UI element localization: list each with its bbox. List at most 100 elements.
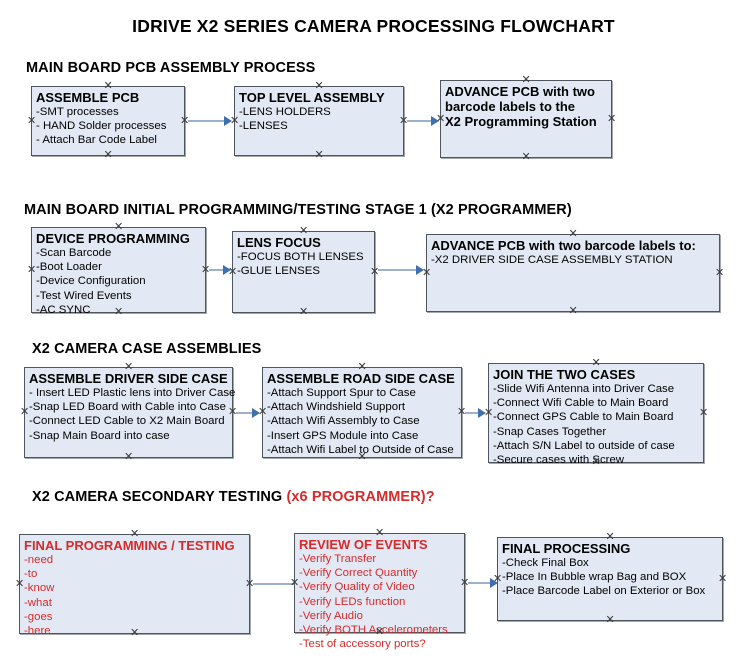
section-heading-main-board-pcb-assembly: MAIN BOARD PCB ASSEMBLY PROCESS — [26, 60, 315, 76]
connector-review-of-events-to-final-processing — [468, 578, 498, 588]
connector-line — [468, 582, 491, 584]
connector-arrowhead — [490, 578, 498, 588]
section-heading-text: X2 CAMERA SECONDARY TESTING — [32, 489, 287, 505]
connection-handle-left[interactable]: ✕ — [15, 577, 25, 590]
connector-line — [188, 120, 225, 122]
connector-final-programming-to-review-of-events — [253, 579, 296, 589]
node-line: -Connect LED Cable to X2 Main Board — [29, 415, 225, 428]
connection-handle-bottom[interactable]: ✕ — [103, 149, 113, 161]
node-line: - Insert LED Plastic lens into Driver Ca… — [29, 387, 236, 399]
connector-line — [465, 412, 479, 414]
connection-handle-bottom[interactable]: ✕ — [568, 305, 578, 317]
node-line: -Connect Wifi Cable to Main Board — [493, 397, 669, 410]
connector-arrowhead — [224, 116, 232, 126]
node-advance-pcb-driver-side-case[interactable]: ADVANCE PCB with two barcode labels to: … — [422, 229, 724, 317]
node-line: -Insert GPS Module into Case — [267, 429, 419, 442]
connection-handle-left[interactable]: ✕ — [27, 114, 37, 127]
page-title: IDRIVE X2 SERIES CAMERA PROCESSING FLOWC… — [132, 16, 615, 36]
connection-handle-left[interactable]: ✕ — [20, 406, 30, 418]
connection-handle-bottom[interactable]: ✕ — [314, 149, 324, 161]
node-title: FINAL PROGRAMMING / TESTING — [24, 538, 235, 553]
connection-handle-bottom[interactable]: ✕ — [521, 151, 531, 163]
connector-line — [378, 269, 417, 271]
connector-device-programming-to-lens-focus — [209, 265, 231, 275]
connector-arrowhead — [478, 408, 486, 418]
connector-lens-focus-to-advance-pcb-driver-side — [378, 265, 424, 275]
node-line: -Attach Support Spur to Case — [267, 387, 416, 399]
node-title-line-3: X2 Programming Station — [445, 114, 597, 129]
node-line: -here — [24, 625, 51, 638]
connection-handle-right[interactable]: ✕ — [699, 406, 709, 419]
connection-handle-bottom[interactable]: ✕ — [605, 614, 615, 626]
connector-arrowhead — [416, 265, 424, 275]
node-assemble-driver-side-case[interactable]: ASSEMBLE DRIVER SIDE CASE - Insert LED P… — [20, 362, 237, 463]
node-line: -Connect GPS Cable to Main Board — [493, 411, 674, 424]
node-line: -Scan Barcode — [36, 247, 112, 259]
connector-line — [407, 120, 432, 122]
node-line: -to — [24, 568, 38, 581]
node-title: ADVANCE PCB with two barcode labels to: — [431, 238, 696, 253]
node-join-the-two-cases[interactable]: JOIN THE TWO CASES -Slide Wifi Antenna i… — [484, 358, 708, 468]
node-line: - HAND Solder processes — [36, 120, 167, 133]
node-line: -Verify Quality of Video — [299, 581, 415, 594]
node-line: -what — [24, 596, 52, 609]
node-final-processing[interactable]: FINAL PROCESSING -Check Final Box -Place… — [493, 532, 727, 626]
connector-arrowhead — [252, 408, 260, 418]
section-heading-text: MAIN BOARD PCB ASSEMBLY PROCESS — [26, 60, 316, 76]
node-line-overflow: -Test of accessory ports? — [299, 638, 426, 651]
node-line: -need — [24, 554, 54, 566]
node-line: -know — [24, 582, 55, 595]
node-device-programming[interactable]: DEVICE PROGRAMMING -Scan Barcode -Boot L… — [27, 222, 210, 318]
connection-handle-right[interactable]: ✕ — [718, 572, 728, 585]
node-line: -Device Configuration — [36, 275, 146, 288]
node-lens-focus[interactable]: LENS FOCUS -FOCUS BOTH LENSES -GLUE LENS… — [228, 226, 379, 318]
node-line: -SMT processes — [36, 106, 119, 118]
node-line: -Snap LED Board with Cable into Case — [29, 401, 226, 414]
node-final-programming-testing[interactable]: FINAL PROGRAMMING / TESTING -need -to -k… — [15, 529, 254, 639]
connector-line — [209, 269, 224, 271]
node-review-of-events[interactable]: REVIEW OF EVENTS -Verify Transfer -Verif… — [290, 528, 469, 651]
section-heading-text: X2 CAMERA CASE ASSEMBLIES — [32, 341, 262, 357]
node-line: -Attach S/N Label to outside of case — [493, 439, 675, 452]
node-title: ASSEMBLE ROAD SIDE CASE — [267, 371, 455, 386]
node-line: - Attach Bar Code Label — [36, 134, 157, 147]
section-heading-x2-camera-case-assemblies: X2 CAMERA CASE ASSEMBLIES — [32, 341, 261, 357]
connector-assemble-pcb-to-top-level-assembly — [188, 116, 232, 126]
connector-line — [253, 583, 296, 585]
node-advance-pcb-programming-station[interactable]: ADVANCE PCB with two barcode labels to t… — [436, 75, 616, 163]
section-heading-accent: (x6 PROGRAMMER)? — [286, 489, 435, 505]
node-line: -GLUE LENSES — [237, 265, 320, 278]
node-line: -Verify Correct Quantity — [299, 567, 418, 580]
node-title: REVIEW OF EVENTS — [299, 537, 428, 552]
node-assemble-pcb[interactable]: ASSEMBLE PCB -SMT processes - HAND Solde… — [27, 81, 189, 161]
node-title: FINAL PROCESSING — [502, 541, 631, 556]
node-line: -Verify Transfer — [299, 553, 377, 565]
node-line: -Check Final Box — [502, 557, 589, 569]
node-line: -FOCUS BOTH LENSES — [237, 251, 364, 263]
connection-handle-right[interactable]: ✕ — [715, 266, 725, 279]
node-title-line-2: barcode labels to the — [445, 99, 576, 114]
node-line: -Test Wired Events — [36, 289, 132, 302]
node-line: -LENS HOLDERS — [239, 106, 331, 118]
node-line: -Attach Windshield Support — [267, 401, 406, 414]
node-line: -Verify LEDs function — [299, 595, 406, 608]
node-title: TOP LEVEL ASSEMBLY — [239, 90, 385, 105]
node-line: -Secure cases with Screw — [493, 454, 625, 467]
node-line: -Verify Audio — [299, 609, 363, 622]
connection-handle-bottom[interactable]: ✕ — [299, 306, 309, 318]
connection-handle-bottom[interactable]: ✕ — [124, 451, 134, 463]
node-line: -Snap Cases Together — [493, 425, 607, 438]
connector-driver-side-to-road-side — [236, 408, 260, 418]
section-heading-text: MAIN BOARD INITIAL PROGRAMMING/TESTING S… — [24, 202, 572, 218]
connector-line — [236, 412, 253, 414]
node-line: -LENSES — [239, 120, 288, 133]
node-line: -Place Barcode Label on Exterior or Box — [502, 585, 706, 598]
connection-handle-left[interactable]: ✕ — [27, 263, 37, 276]
node-assemble-road-side-case[interactable]: ASSEMBLE ROAD SIDE CASE -Attach Support … — [258, 362, 466, 463]
node-title: DEVICE PROGRAMMING — [36, 231, 190, 246]
connection-handle-right[interactable]: ✕ — [607, 112, 617, 125]
node-line: -Boot Loader — [36, 261, 102, 274]
node-top-level-assembly[interactable]: TOP LEVEL ASSEMBLY -LENS HOLDERS -LENSES… — [230, 81, 408, 161]
node-line: -Place In Bubble wrap Bag and BOX — [502, 571, 687, 584]
node-line: -X2 DRIVER SIDE CASE ASSEMBLY STATION — [431, 254, 673, 266]
